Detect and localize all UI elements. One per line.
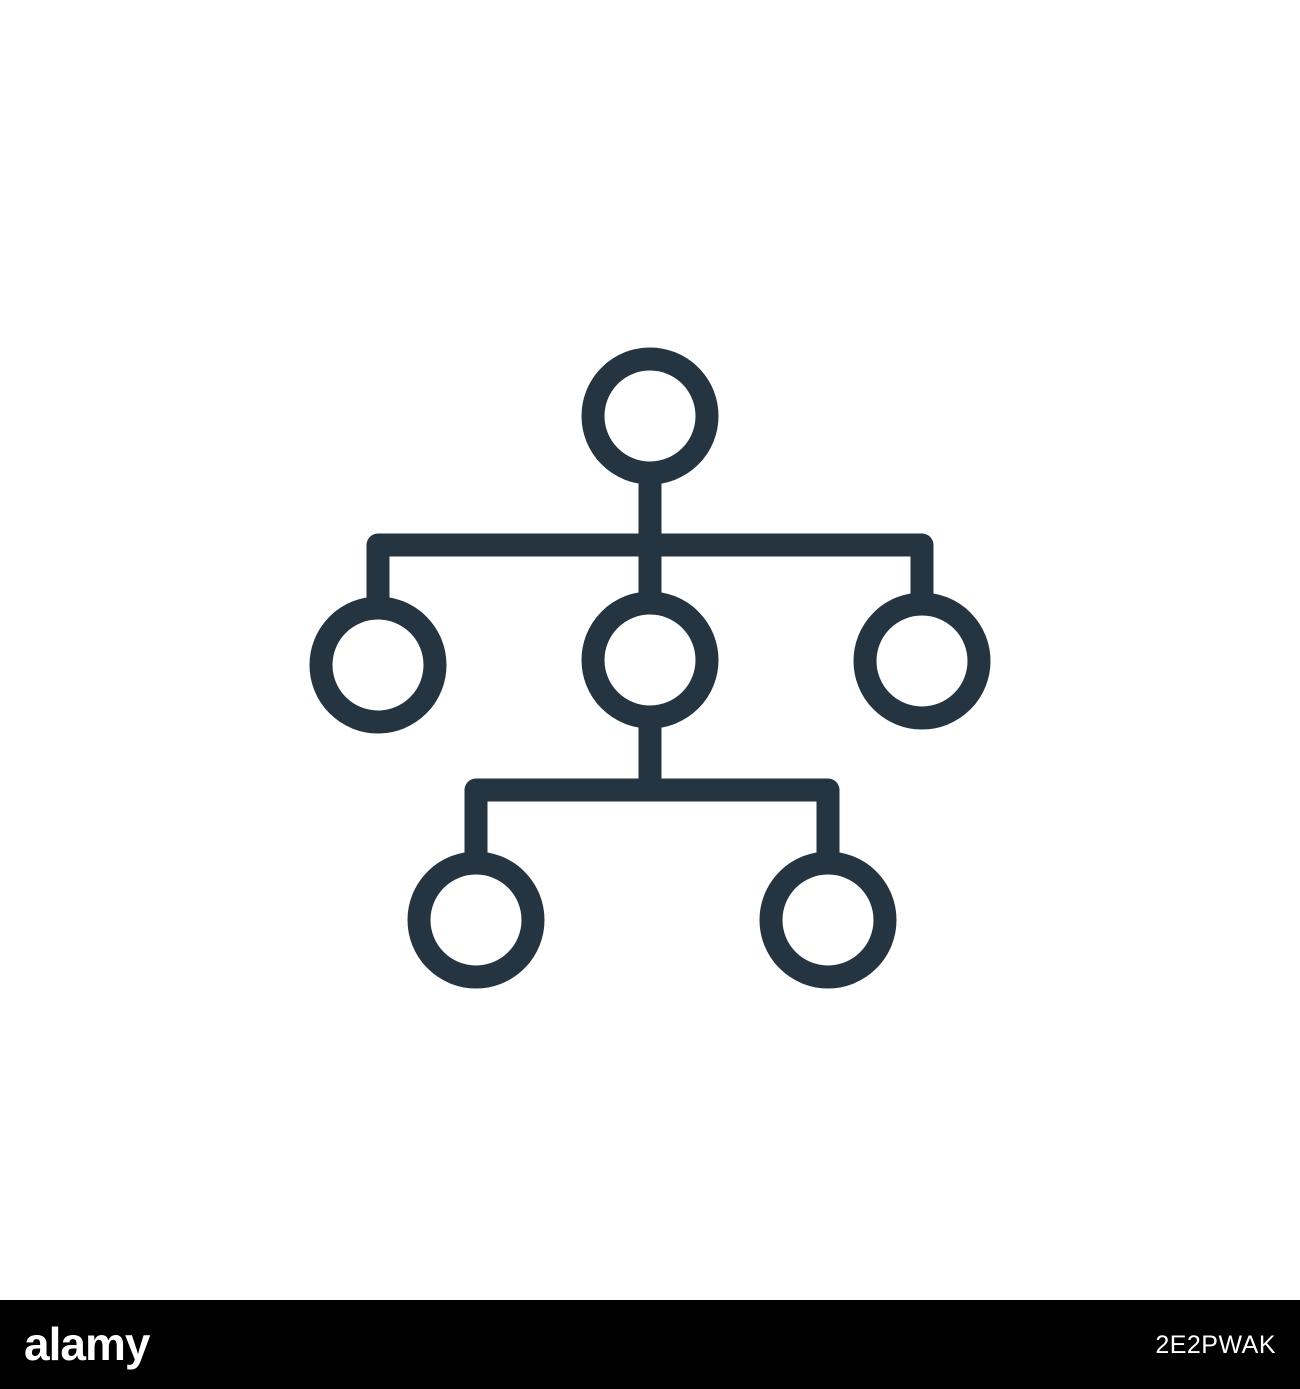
level-2-right-node (853, 592, 991, 730)
icon-canvas (309, 347, 991, 989)
level-3-right-node (759, 851, 897, 989)
level-3-branch (464, 778, 840, 867)
root-node (581, 347, 719, 485)
level-2-left-node (309, 596, 447, 734)
image-id-label: 2E2PWAK (1155, 1330, 1276, 1359)
watermark-footer: alamy 2E2PWAK (0, 1300, 1300, 1389)
hierarchy-icon (309, 347, 991, 989)
brand-logo: alamy (24, 1318, 150, 1370)
level-2-middle-node (581, 591, 719, 729)
level-3-left-node (407, 851, 545, 989)
